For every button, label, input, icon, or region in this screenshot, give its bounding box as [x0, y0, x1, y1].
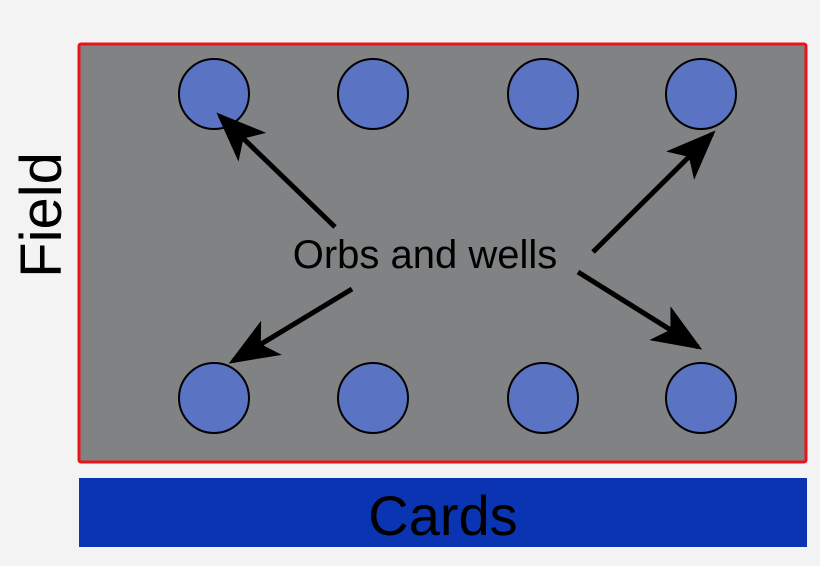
orb-bottom-4: [665, 362, 737, 434]
arrow-to-top-left-orb: [216, 112, 337, 229]
orb-bottom-3: [507, 362, 579, 434]
orb-top-1: [178, 58, 250, 130]
callout-label: Orbs and wells: [293, 233, 558, 277]
orb-top-4: [665, 58, 737, 130]
cards-area: [79, 478, 807, 547]
field-label: Field: [9, 152, 74, 278]
arrow-to-bottom-left-orb: [228, 286, 354, 364]
orbs-group: [178, 58, 737, 434]
arrow-to-top-right-orb: [591, 130, 716, 254]
arrow-to-bottom-right-orb: [576, 269, 703, 350]
orb-bottom-2: [337, 362, 409, 434]
arrows-group: [216, 112, 716, 364]
orb-bottom-1: [178, 362, 250, 434]
cards-label: Cards: [368, 484, 517, 547]
orb-top-2: [337, 58, 409, 130]
orb-top-3: [507, 58, 579, 130]
